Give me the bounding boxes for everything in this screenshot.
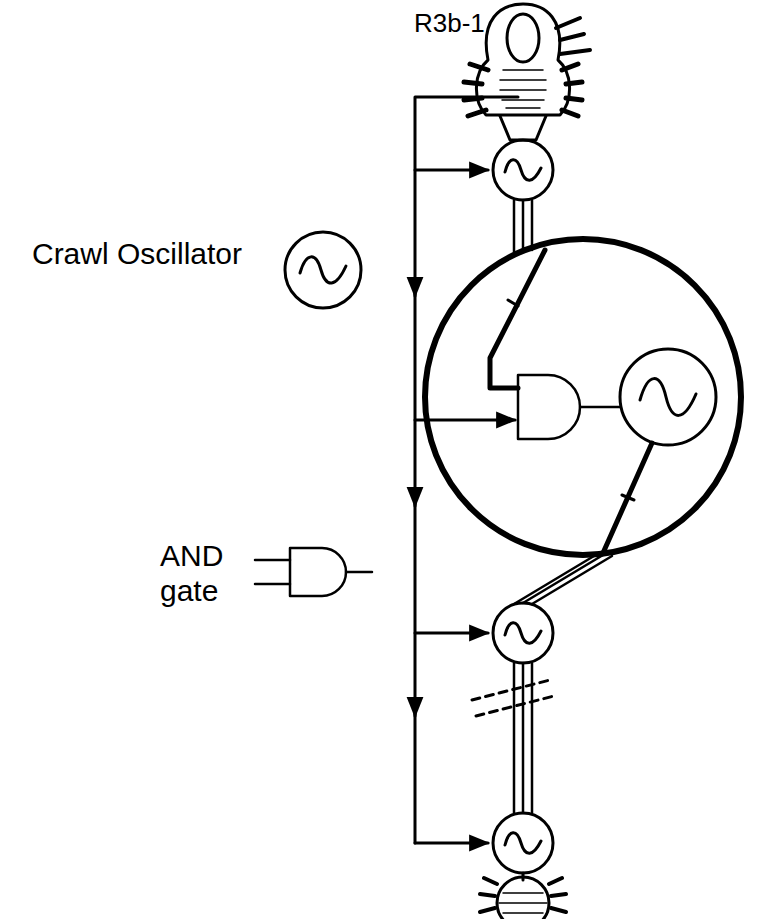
leech-tail (480, 873, 566, 919)
legend-and-symbol (255, 548, 372, 596)
r3b1-line (415, 97, 518, 843)
ganglion-magnified (425, 239, 741, 555)
break-mark (472, 680, 554, 716)
legend-label: AND gate (160, 538, 240, 608)
signal-label: R3b-1 (414, 8, 524, 38)
legend-oscillator-symbol (285, 232, 361, 308)
connective (514, 200, 612, 813)
legend-label: Crawl Oscillator (20, 236, 242, 271)
